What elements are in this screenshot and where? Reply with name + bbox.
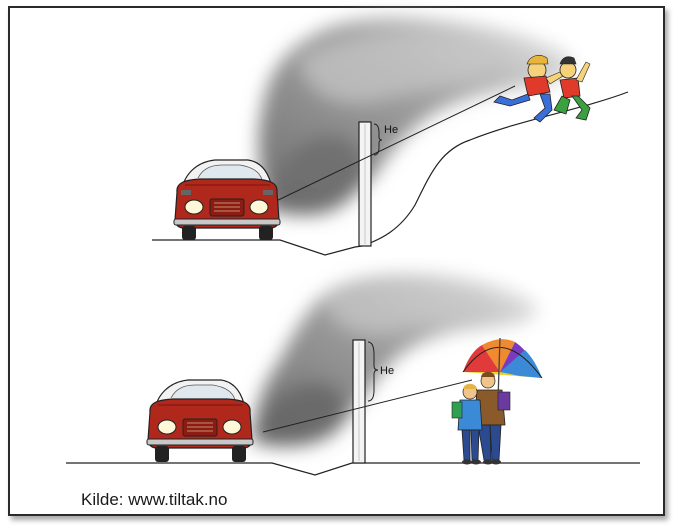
scene-top: He <box>152 17 628 255</box>
ground-line-bottom <box>66 463 640 475</box>
source-credit: Kilde: www.tiltak.no <box>81 490 227 510</box>
car-bottom <box>147 380 253 462</box>
scene-bottom: He <box>66 274 640 475</box>
height-label-bottom: He <box>380 365 394 377</box>
smoke-plume-top <box>259 17 572 216</box>
people-with-umbrella-bottom <box>452 338 542 465</box>
height-label-top: He <box>384 124 398 136</box>
car-top <box>174 160 280 240</box>
